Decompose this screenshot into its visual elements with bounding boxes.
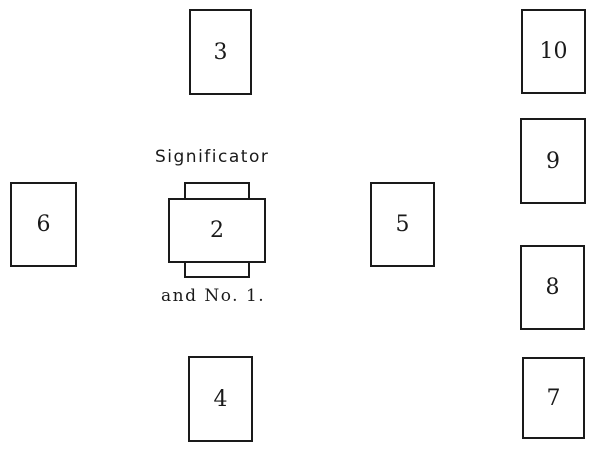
card-6-label: 6 [36,212,51,237]
card-2-label: 2 [210,218,224,243]
card-6: 6 [10,182,77,267]
card-9: 9 [520,118,586,204]
card-10-label: 10 [539,39,568,64]
card-3-label: 3 [213,39,228,65]
card-7-label: 7 [546,385,561,411]
card-5-label: 5 [395,212,410,237]
card-7: 7 [522,357,585,439]
card-8: 8 [520,245,585,330]
card-2-crossing: 2 [168,198,266,263]
card-3: 3 [189,9,252,95]
card-9-label: 9 [546,148,560,174]
card-4: 4 [188,356,253,442]
card-8-label: 8 [545,275,560,300]
significator-caption: Significator [155,147,270,167]
card-4-label: 4 [213,386,228,412]
card-5: 5 [370,182,435,267]
and-no-1-caption: and No. 1. [161,286,266,306]
card-10: 10 [521,9,586,94]
